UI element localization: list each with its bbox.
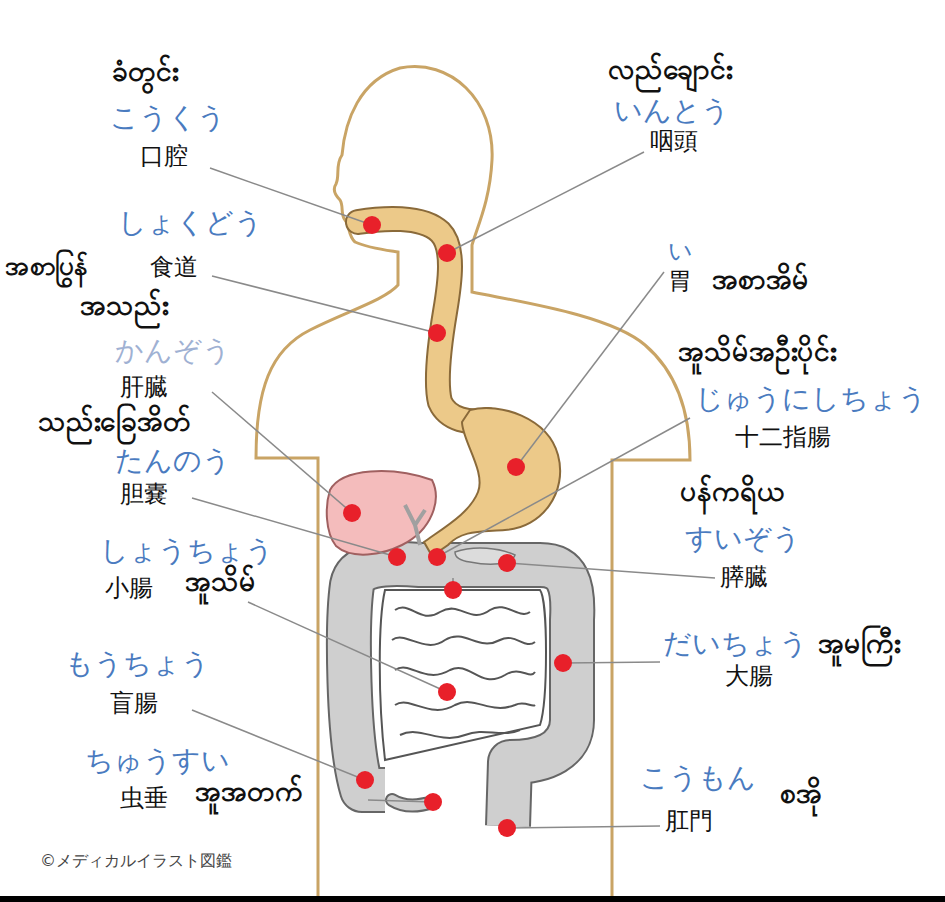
watermark: ©メディカルイラスト図鑑 <box>40 852 232 870</box>
marker-dots <box>343 216 572 837</box>
stomach <box>424 408 560 556</box>
myanmar-label: အူအတက် <box>195 776 303 808</box>
japanese-reading: い <box>668 238 693 266</box>
kanji-label: 食道 <box>150 254 198 282</box>
myanmar-label: သည်းခြေအိတ် <box>38 406 191 438</box>
myanmar-label: အစာအိမ် <box>712 264 809 296</box>
esophagus <box>358 219 488 422</box>
japanese-reading: もうちょう <box>65 648 210 680</box>
kanji-label: 虫垂 <box>120 785 168 813</box>
japanese-reading: しょくどう <box>118 207 263 239</box>
kanji-label: 十二指腸 <box>735 424 831 452</box>
japanese-reading: たんのう <box>115 445 231 477</box>
bottom-bar <box>0 896 945 902</box>
japanese-reading: いんとう <box>614 95 730 127</box>
kanji-label: 膵臓 <box>720 564 768 592</box>
myanmar-label: အူမကြီး <box>818 628 900 660</box>
japanese-reading: すいぞう <box>685 523 801 555</box>
japanese-reading: こうもん <box>640 762 756 794</box>
japanese-reading: こうくう <box>110 102 226 134</box>
kanji-label: 咽頭 <box>650 128 698 156</box>
japanese-reading: だいちょう <box>663 628 808 660</box>
myanmar-label: အူသိမ် <box>185 566 256 598</box>
kanji-label: 口腔 <box>140 143 188 171</box>
japanese-reading: しょうちょう <box>100 535 274 567</box>
leader-lines <box>192 152 715 828</box>
japanese-reading: ちゅうすい <box>85 745 230 777</box>
bile-duct <box>405 505 425 545</box>
small-intestine <box>380 590 546 760</box>
body-outline <box>256 67 690 902</box>
small-intestine-folds <box>392 607 535 738</box>
japanese-reading: じゅうにしちょう <box>695 383 927 415</box>
kanji-label: 肝臓 <box>120 374 168 402</box>
large-intestine <box>349 564 572 826</box>
myanmar-label: အသည်း <box>80 290 168 322</box>
myanmar-label: လည်ချောင်း <box>608 54 732 86</box>
kanji-label: 胃 <box>668 268 692 296</box>
large-intestine-outline <box>349 564 572 826</box>
kanji-label: 大腸 <box>725 663 773 691</box>
myanmar-label: အူသိမ်အဦးပိုင်း <box>678 336 836 368</box>
kanji-label: 胆嚢 <box>120 481 168 509</box>
myanmar-label: ခံတွင်း <box>112 56 178 88</box>
kanji-label: 盲腸 <box>110 690 158 718</box>
kanji-label: 小腸 <box>105 575 153 603</box>
kanji-label: 肛門 <box>665 808 713 836</box>
myanmar-label: စအို <box>780 778 822 810</box>
myanmar-label: အစာပြွန် <box>5 252 87 282</box>
esophagus-outline <box>358 219 488 422</box>
japanese-reading: かんぞう <box>115 335 231 367</box>
myanmar-label: ပန်ကရိယ <box>680 476 785 508</box>
